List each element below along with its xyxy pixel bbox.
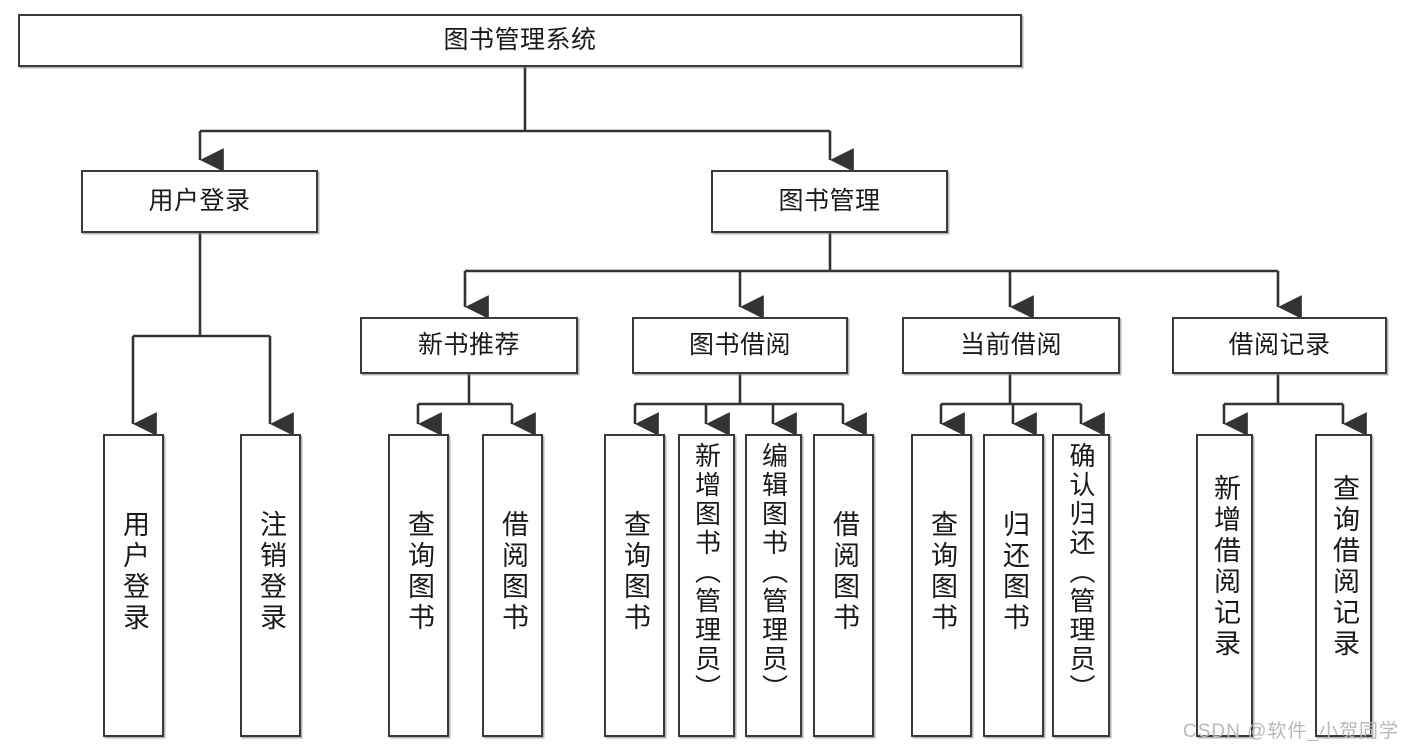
node-label: 编辑图书（管理员） [758, 442, 789, 703]
leaf-add-borrow-record[interactable]: 新增借阅记录 [1196, 434, 1253, 737]
node-label: 借阅图书 [829, 510, 859, 634]
node-label: 图书管理 [778, 187, 881, 216]
node-label: 新增借阅记录 [1210, 474, 1240, 660]
node-root-book-management-system[interactable]: 图书管理系统 [18, 14, 1022, 67]
leaf-logout-login[interactable]: 注销登录 [240, 434, 301, 737]
leaf-borrow-book[interactable]: 借阅图书 [813, 434, 874, 737]
node-new-book-recommendation[interactable]: 新书推荐 [360, 317, 578, 374]
node-label: 查询图书 [620, 510, 650, 634]
node-label: 当前借阅 [959, 331, 1062, 360]
node-label: 查询图书 [404, 510, 434, 634]
node-label: 查询借阅记录 [1329, 474, 1359, 660]
node-label: 借阅图书 [498, 510, 528, 634]
node-label: 新书推荐 [417, 331, 520, 360]
leaf-user-login[interactable]: 用户登录 [103, 434, 164, 737]
node-label: 查询图书 [927, 510, 957, 634]
node-current-borrowing[interactable]: 当前借阅 [902, 317, 1120, 374]
node-book-management[interactable]: 图书管理 [711, 170, 948, 233]
node-label: 借阅记录 [1228, 331, 1331, 360]
node-label: 图书管理系统 [443, 26, 597, 55]
leaf-query-book-current[interactable]: 查询图书 [911, 434, 972, 737]
node-label: 用户登录 [119, 510, 149, 634]
leaf-return-book[interactable]: 归还图书 [983, 434, 1044, 737]
node-label: 新增图书（管理员） [691, 442, 722, 703]
leaf-query-book-recommend[interactable]: 查询图书 [388, 434, 449, 737]
leaf-query-book-borrow[interactable]: 查询图书 [604, 434, 665, 737]
node-label: 确认归还（管理员） [1066, 442, 1096, 703]
node-label: 注销登录 [256, 510, 286, 634]
leaf-confirm-return-admin[interactable]: 确认归还（管理员） [1052, 434, 1110, 737]
node-user-login[interactable]: 用户登录 [81, 170, 318, 233]
node-borrowing-record[interactable]: 借阅记录 [1172, 317, 1387, 374]
csdn-watermark: CSDN @软件_小贺同学 [1183, 721, 1399, 742]
leaf-edit-book-admin[interactable]: 编辑图书（管理员） [745, 434, 802, 737]
leaf-add-book-admin[interactable]: 新增图书（管理员） [678, 434, 735, 737]
leaf-borrow-book-recommend[interactable]: 借阅图书 [482, 434, 543, 737]
node-label: 归还图书 [999, 510, 1029, 634]
leaf-query-borrow-record[interactable]: 查询借阅记录 [1315, 434, 1372, 737]
node-book-borrowing[interactable]: 图书借阅 [632, 317, 848, 374]
node-label: 图书借阅 [688, 331, 791, 360]
node-label: 用户登录 [148, 187, 251, 216]
